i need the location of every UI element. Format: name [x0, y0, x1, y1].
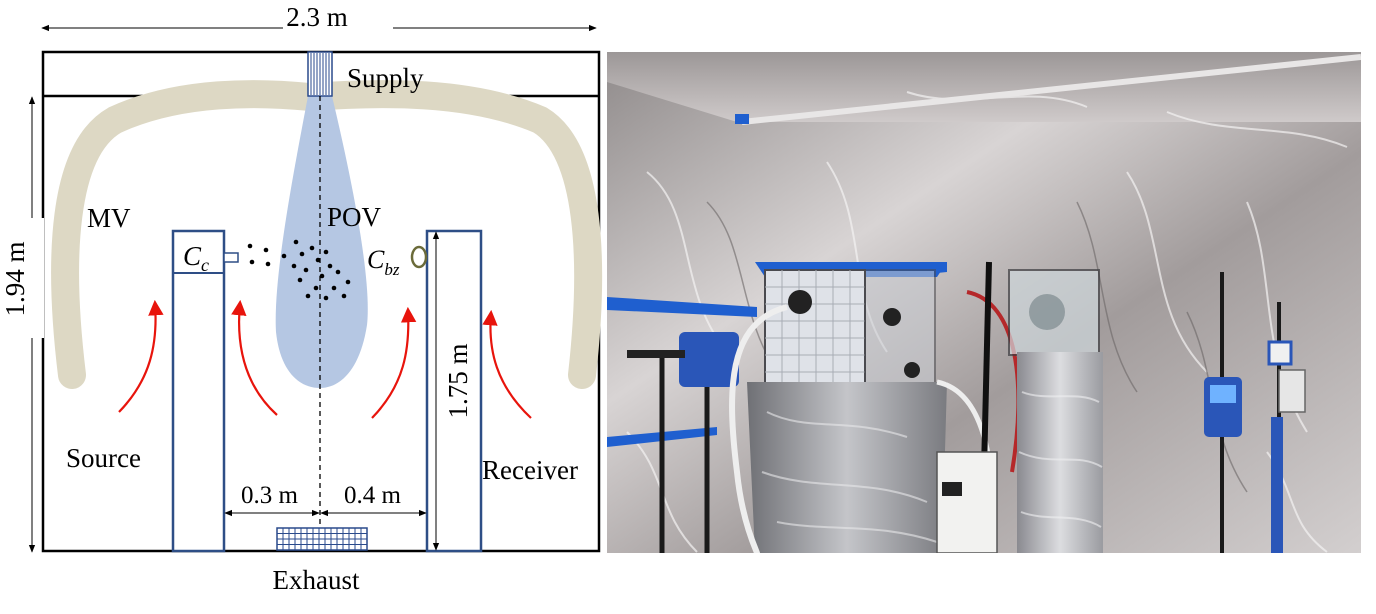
source-gap-label: 0.3 m: [241, 482, 299, 509]
breathing-zone-sampler: [410, 245, 428, 269]
source-box: [747, 262, 947, 553]
plume-arrow: [231, 299, 278, 416]
receiver-label: Receiver: [482, 455, 578, 485]
supply-label: Supply: [347, 63, 424, 93]
plume-arrow: [371, 306, 417, 419]
foil-ceiling: [607, 52, 1361, 122]
cbz-base: C: [367, 245, 385, 274]
pov-label: POV: [327, 202, 382, 232]
white-tubing: [729, 304, 788, 553]
exhaust-label: Exhaust: [273, 565, 360, 595]
blue-tape: [607, 297, 757, 317]
source-manikin: [171, 229, 239, 553]
exhaust-grille: [276, 527, 368, 551]
plume-arrow: [482, 309, 532, 419]
ceiling-light-tube: [741, 54, 1361, 125]
cbz-subscript: bz: [384, 260, 400, 279]
height-dimension-label: 1.94 m: [0, 241, 30, 316]
supply-diffuser: [307, 51, 333, 97]
pov-jet: [275, 96, 368, 388]
manikin-height-label: 1.75 m: [443, 343, 473, 418]
particle-cloud: [247, 239, 351, 301]
ventilation-diagram: 2.3 m Supply 1.94 m MV POV Cc Cbz: [0, 2, 603, 595]
source-mouth-nozzle: [223, 252, 239, 263]
cc-base: C: [183, 241, 202, 271]
sampling-instruments: [1204, 272, 1306, 553]
receiver-column: [1008, 269, 1103, 553]
source-label: Source: [66, 443, 141, 473]
cc-subscript: c: [201, 255, 209, 275]
cbz-symbol: Cbz: [367, 245, 400, 279]
blower-unit: [679, 332, 739, 387]
receiver-gap-label: 0.4 m: [344, 482, 402, 509]
width-dimension-label: 2.3 m: [286, 2, 348, 32]
plume-arrow: [118, 299, 164, 413]
thermal-plume-arrows: [118, 299, 532, 419]
chamber-photo: [607, 52, 1361, 553]
mv-label: MV: [87, 203, 131, 233]
cc-symbol: Cc: [183, 241, 209, 275]
